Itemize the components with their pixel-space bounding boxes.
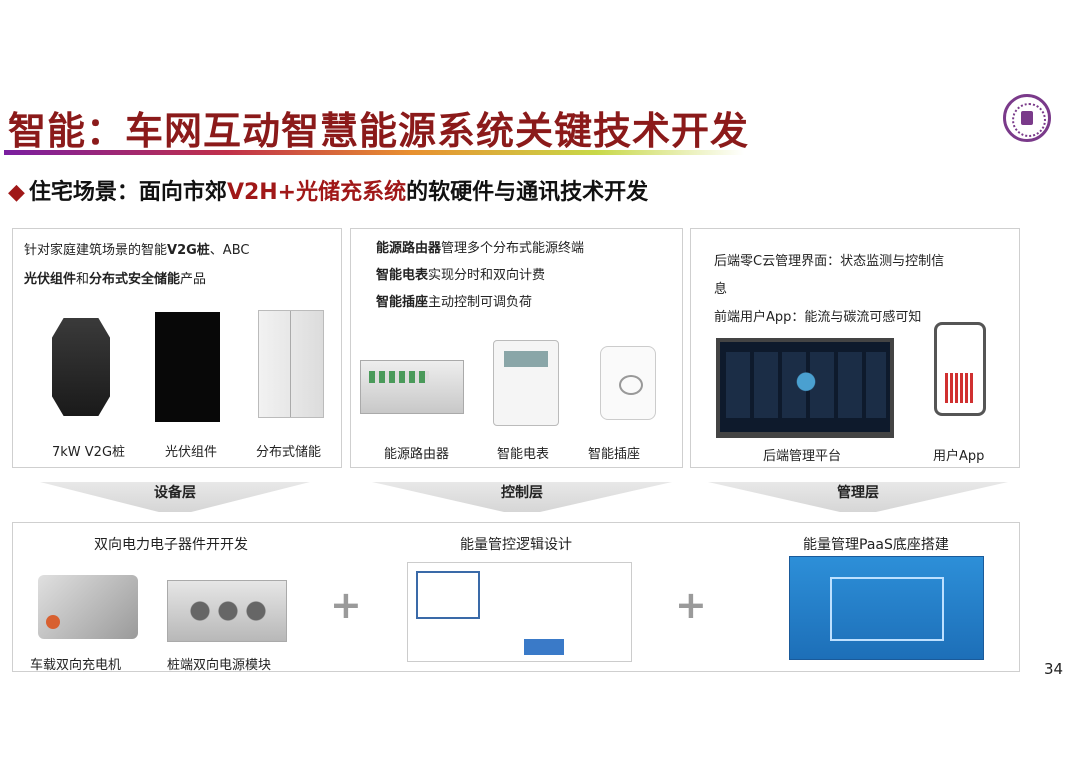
text-bold: 光伏组件: [24, 272, 77, 287]
device-panel-line-2: 光伏组件和分布式安全储能产品: [24, 265, 336, 294]
text-bold: 智能电表: [376, 268, 429, 283]
caption-solar: 光伏组件: [165, 445, 218, 460]
management-line-1-wrap: 息: [714, 282, 728, 297]
control-item-3: 智能插座主动控制可调负荷: [376, 289, 676, 316]
backend-platform-screenshot: [716, 338, 894, 438]
onboard-charger-image: [38, 575, 138, 639]
caption-storage: 分布式储能: [256, 445, 322, 460]
plus-icon: +: [330, 583, 362, 627]
text-plain: 管理多个分布式能源终端: [441, 241, 585, 256]
text-plain: 和: [76, 272, 90, 287]
bottom-title-power-electronics: 双向电力电子器件开开发: [94, 537, 248, 553]
text-bold: 智能插座: [376, 295, 429, 310]
power-module-image: [167, 580, 287, 642]
subtitle-suffix: 的软硬件与通讯技术开发: [406, 180, 649, 205]
subtitle-prefix: 住宅场景：面向市郊: [28, 180, 227, 205]
subtitle-highlight: V2H+光储充系统: [226, 180, 407, 205]
smart-meter-image: [493, 340, 559, 426]
caption-meter: 智能电表: [497, 447, 550, 462]
v2g-charger-image: [52, 318, 110, 416]
smart-plug-image: [600, 346, 656, 420]
title-gradient-bar: [4, 150, 744, 155]
layer-device: 设备层: [40, 482, 310, 512]
text-plain: 产品: [180, 272, 207, 287]
text-plain: 主动控制可调负荷: [428, 295, 533, 310]
layer-control: 控制层: [372, 482, 672, 512]
bottom-title-paas: 能量管理PaaS底座搭建: [803, 537, 949, 553]
text-plain: 实现分时和双向计费: [428, 268, 546, 283]
caption-v2g: 7kW V2G桩: [52, 445, 126, 460]
text-bold: 能源路由器: [376, 241, 442, 256]
text-plain: 针对家庭建筑场景的智能: [24, 243, 168, 258]
control-panel-text: 能源路由器管理多个分布式能源终端 智能电表实现分时和双向计费 智能插座主动控制可…: [376, 235, 676, 316]
caption-plug: 智能插座: [588, 447, 641, 462]
page-number: 34: [1044, 660, 1064, 678]
text-bold: 分布式安全储能: [89, 272, 181, 287]
energy-router-image: [360, 360, 464, 414]
text-plain: 、ABC: [209, 243, 250, 258]
energy-storage-image: [258, 310, 324, 418]
solar-panel-image: [155, 312, 220, 422]
management-panel-text: 后端零C云管理界面：状态监测与控制信 息 前端用户App：能流与碳流可感可知: [714, 248, 1014, 332]
bottom-title-energy-control: 能量管控逻辑设计: [460, 537, 572, 553]
control-logic-diagram-image: [407, 562, 632, 662]
management-line-1: 后端零C云管理界面：状态监测与控制信: [714, 254, 945, 269]
caption-onboard-charger: 车载双向充电机: [30, 658, 122, 673]
control-item-2: 智能电表实现分时和双向计费: [376, 262, 676, 289]
caption-backend: 后端管理平台: [763, 449, 842, 464]
layer-management: 管理层: [708, 482, 1008, 512]
device-panel-line-1: 针对家庭建筑场景的智能V2G桩、ABC: [24, 236, 336, 265]
device-panel-text: 针对家庭建筑场景的智能V2G桩、ABC 光伏组件和分布式安全储能产品: [24, 236, 336, 294]
university-logo-icon: [1003, 94, 1051, 142]
control-item-1: 能源路由器管理多个分布式能源终端: [376, 235, 676, 262]
paas-platform-image: [789, 556, 984, 660]
slide-subtitle: ◆住宅场景：面向市郊V2H+光储充系统的软硬件与通讯技术开发: [8, 174, 648, 206]
diamond-bullet-icon: ◆: [8, 180, 25, 205]
plus-icon: +: [675, 583, 707, 627]
user-app-screenshot: [934, 322, 986, 416]
caption-power-module: 桩端双向电源模块: [167, 658, 272, 673]
management-line-2: 前端用户App：能流与碳流可感可知: [714, 310, 922, 325]
caption-app: 用户App: [933, 449, 985, 464]
slide-title: 智能：车网互动智慧能源系统关键技术开发: [8, 109, 750, 153]
caption-router: 能源路由器: [384, 447, 450, 462]
text-bold: V2G桩: [167, 243, 210, 258]
